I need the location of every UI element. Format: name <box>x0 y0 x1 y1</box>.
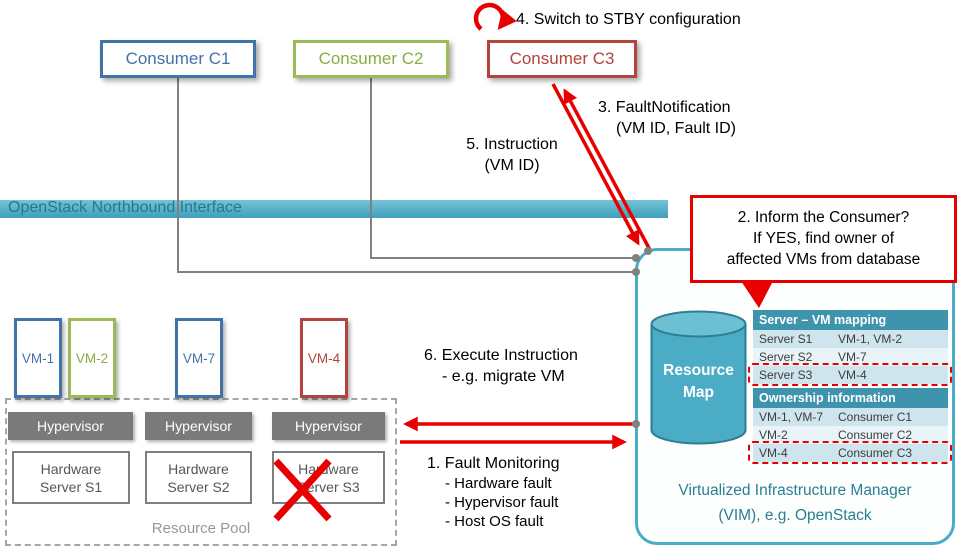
ownership-information-header: Ownership information <box>753 388 948 408</box>
cylinder-top <box>650 310 747 338</box>
hw-s1-line2: Server S1 <box>39 479 103 495</box>
hypervisor-1-box: Hypervisor <box>8 412 133 440</box>
vm-2-box: VM-2 <box>68 318 116 398</box>
owner-cell: Consumer C3 <box>838 446 913 460</box>
consumer-c3-box: Consumer C3 <box>487 40 637 78</box>
owner-cell: Consumer C2 <box>838 428 913 442</box>
hardware-server-s3-box: Hardware Server S3 <box>272 451 385 504</box>
resource-map-line1: Resource <box>663 362 734 379</box>
table-row: VM-4 Consumer C3 <box>753 444 948 462</box>
table-row: Server S3 VM-4 <box>753 366 948 384</box>
table-row: Server S2 VM-7 <box>753 348 948 366</box>
vim-caption: Virtualized Infrastructure Manager (VIM)… <box>635 478 955 528</box>
resource-map-line2: Map <box>683 384 714 401</box>
step6-label: 6. Execute Instruction - e.g. migrate VM <box>424 345 578 387</box>
vm-1-box: VM-1 <box>14 318 62 398</box>
step1-item-1: - Hardware fault <box>445 475 552 492</box>
vm-4-box: VM-4 <box>300 318 348 398</box>
consumer-c2-box: Consumer C2 <box>293 40 449 78</box>
highlight-server-s3-row <box>748 363 952 386</box>
resource-map-cylinder-icon <box>650 310 747 445</box>
step2-line3: affected VMs from database <box>726 251 921 268</box>
step1-title: 1. Fault Monitoring <box>427 455 560 472</box>
switch-stby-loop-icon <box>473 2 517 31</box>
step5-line1: 5. Instruction <box>466 136 558 153</box>
vm-cell: VM-7 <box>838 350 867 364</box>
northbound-interface-label: OpenStack Northbound Interface <box>8 199 242 216</box>
resource-pool-label: Resource Pool <box>151 520 251 537</box>
step5-line2: (VM ID) <box>484 157 540 174</box>
step1-label: 1. Fault Monitoring - Hardware fault - H… <box>427 453 560 531</box>
vm-cell: VM-2 <box>759 428 788 442</box>
table-row: Server S1 VM-1, VM-2 <box>753 330 948 348</box>
cylinder-body <box>650 324 747 445</box>
table-row: VM-2 Consumer C2 <box>753 426 948 444</box>
vm-cell: VM-4 <box>838 368 867 382</box>
server-cell: Server S3 <box>759 368 813 382</box>
ownership-information-table: Ownership information VM-1, VM-7 Consume… <box>753 388 948 462</box>
vm-7-box: VM-7 <box>175 318 223 398</box>
resource-map-label: Resource Map <box>650 360 747 404</box>
server-cell: Server S2 <box>759 350 813 364</box>
step1-item-3: - Host OS fault <box>445 513 544 530</box>
consumer-c1-box: Consumer C1 <box>100 40 256 78</box>
step2-line2: If YES, find owner of <box>752 230 894 247</box>
hypervisor-3-box: Hypervisor <box>272 412 385 440</box>
step3-label: 3. FaultNotification (VM ID, Fault ID) <box>598 97 736 139</box>
vm-cell: VM-4 <box>759 446 788 460</box>
hw-s3-line1: Hardware <box>298 461 359 477</box>
hw-s1-line1: Hardware <box>40 461 102 477</box>
hw-s2-line2: Server S2 <box>167 479 230 495</box>
step6-line2: - e.g. migrate VM <box>442 368 565 385</box>
step1-item-2: - Hypervisor fault <box>445 494 559 511</box>
resource-pool-box <box>5 398 397 546</box>
server-cell: Server S1 <box>759 332 813 346</box>
step5-label: 5. Instruction (VM ID) <box>452 134 572 176</box>
step6-line1: 6. Execute Instruction <box>424 347 578 364</box>
vim-caption-line1: Virtualized Infrastructure Manager <box>678 482 912 499</box>
step4-label: 4. Switch to STBY configuration <box>516 11 741 28</box>
step3-line1: 3. FaultNotification <box>598 99 731 116</box>
step2-callout: 2. Inform the Consumer? If YES, find own… <box>690 195 957 283</box>
hw-s2-line1: Hardware <box>168 461 229 477</box>
server-vm-mapping-header: Server – VM mapping <box>753 310 948 330</box>
hardware-server-s1-box: Hardware Server S1 <box>12 451 130 504</box>
hypervisor-2-box: Hypervisor <box>145 412 252 440</box>
vm-cell: VM-1, VM-2 <box>838 332 903 346</box>
vim-caption-line2: (VIM), e.g. OpenStack <box>718 507 872 524</box>
step2-line1: 2. Inform the Consumer? <box>737 209 910 226</box>
server-vm-mapping-table: Server – VM mapping Server S1 VM-1, VM-2… <box>753 310 948 384</box>
vm-cell: VM-1, VM-7 <box>759 410 824 424</box>
highlight-vm4-owner-row <box>748 441 952 464</box>
hardware-server-s2-box: Hardware Server S2 <box>145 451 252 504</box>
owner-cell: Consumer C1 <box>838 410 913 424</box>
hw-s3-line2: Server S3 <box>297 479 360 495</box>
table-row: VM-1, VM-7 Consumer C1 <box>753 408 948 426</box>
step3-line2: (VM ID, Fault ID) <box>616 120 737 137</box>
